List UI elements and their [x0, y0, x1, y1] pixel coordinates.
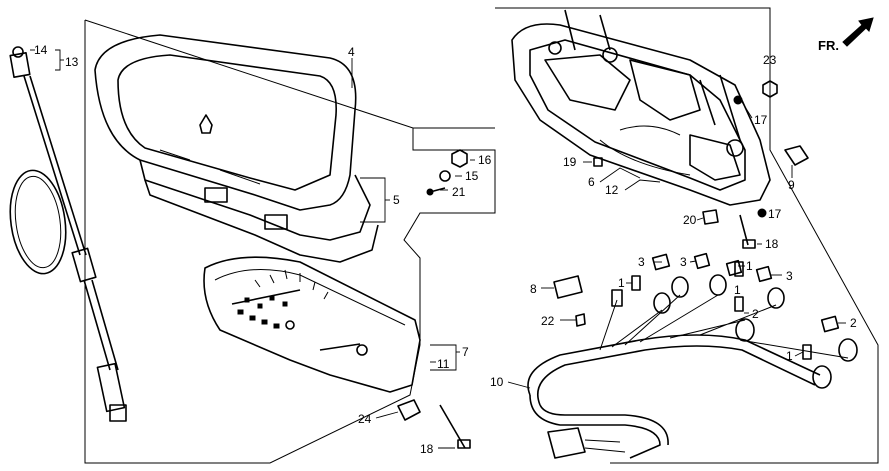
callout-1-d: 1 — [786, 349, 793, 363]
callout-17-upper: 17 — [754, 113, 768, 127]
callout-2-b: 2 — [850, 316, 857, 330]
callout-13: 13 — [65, 55, 79, 69]
callout-8: 8 — [530, 282, 537, 296]
callout-3-c: 3 — [786, 269, 793, 283]
callout-18-lower: 18 — [420, 442, 434, 456]
callout-7: 7 — [462, 345, 469, 359]
wire-harness — [527, 294, 849, 459]
callout-6: 6 — [588, 175, 595, 189]
callout-labels: 14 13 4 5 16 15 21 23 17 19 6 12 9 20 17… — [34, 43, 857, 456]
front-direction-arrow: FR. — [818, 17, 874, 53]
leader-lines — [30, 49, 846, 449]
callout-16: 16 — [478, 153, 492, 167]
bulbs-sockets — [611, 252, 858, 389]
callout-5: 5 — [393, 193, 400, 207]
callout-18-upper: 18 — [765, 237, 779, 251]
callout-3-a: 3 — [638, 255, 645, 269]
meter-dial-panel — [203, 256, 421, 393]
callout-21: 21 — [452, 185, 466, 199]
callout-2-a: 2 — [752, 307, 759, 321]
speedometer-cable — [9, 46, 127, 422]
callout-3-b: 3 — [680, 255, 687, 269]
callout-19: 19 — [563, 155, 577, 169]
callout-22: 22 — [541, 314, 555, 328]
front-direction-label: FR. — [818, 38, 839, 53]
assembly-boundary-right — [495, 7, 879, 464]
meter-case-housing — [511, 9, 771, 206]
callout-17-lower: 17 — [768, 207, 782, 221]
meter-lens-cover — [94, 34, 379, 263]
callout-24: 24 — [358, 412, 372, 426]
callout-20: 20 — [683, 213, 697, 227]
callout-4: 4 — [348, 45, 355, 59]
callout-1-c: 1 — [734, 283, 741, 297]
callout-1-b: 1 — [746, 259, 753, 273]
callout-14: 14 — [34, 43, 48, 57]
callout-12: 12 — [605, 183, 619, 197]
callout-1-a: 1 — [618, 276, 625, 290]
callout-11: 11 — [437, 357, 450, 371]
callout-15: 15 — [465, 169, 479, 183]
assembly-boundary — [84, 19, 496, 464]
callout-23: 23 — [763, 53, 777, 67]
callout-9: 9 — [788, 178, 795, 192]
callout-10: 10 — [490, 375, 504, 389]
